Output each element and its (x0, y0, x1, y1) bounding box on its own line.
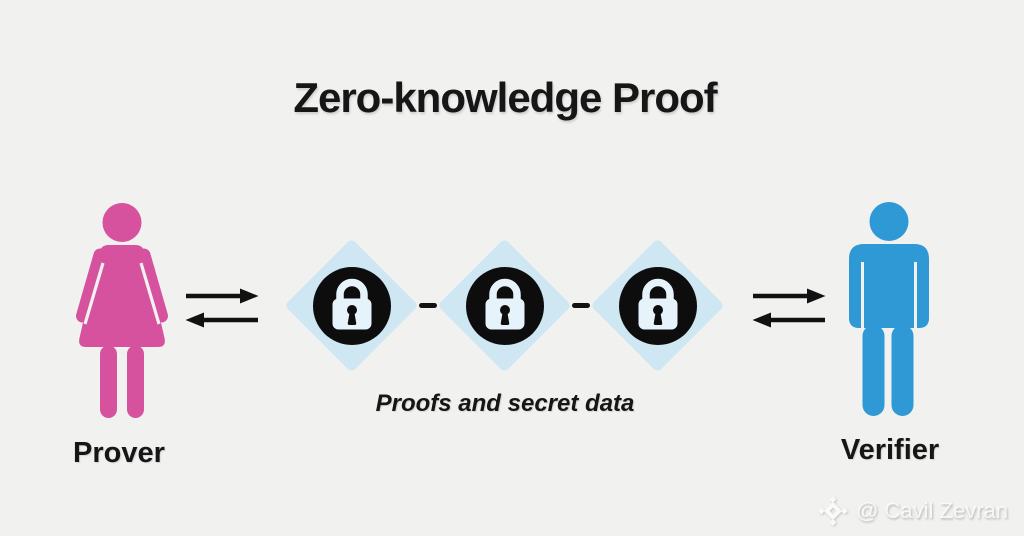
lock-icon-1 (313, 267, 391, 345)
watermark-top-diamond (829, 496, 837, 503)
verifier-head (869, 202, 909, 241)
verifier-torso (849, 244, 929, 328)
prover-label: Prover (73, 437, 165, 469)
lock-icon-2 (466, 267, 544, 345)
lock-shackle (336, 278, 368, 302)
prover-left-arm (76, 248, 107, 323)
lock-shackle (642, 278, 674, 302)
arrow-right-head (240, 288, 259, 304)
lock-icon-3 (619, 267, 697, 345)
lock-keyhole (347, 305, 357, 315)
watermark-right-diamond (841, 507, 848, 515)
verifier-exchange-arrows-icon (752, 288, 826, 328)
lock-shackle (489, 278, 521, 302)
lock-keyhole (500, 305, 510, 315)
lock-keyhole (653, 305, 663, 315)
binance-diamond-icon (818, 496, 848, 526)
prover-head (102, 203, 142, 242)
arrow-left-head (185, 312, 204, 328)
watermark-center-diamond (824, 502, 843, 520)
arrow-right-head (807, 288, 826, 304)
prover-right-arm-gap (139, 262, 161, 325)
prover-woman-icon (76, 203, 168, 418)
watermark: @ Cavil Zevran (817, 495, 1008, 527)
exchange-caption: Proofs and secret data (375, 390, 635, 417)
lock-keyhole-stem (500, 312, 510, 325)
lock-keyhole-stem (347, 312, 357, 325)
prover-left-arm-gap (83, 262, 105, 325)
watermark-left-diamond (818, 507, 825, 515)
arrow-left-head (752, 312, 771, 328)
connector-dash-1 (419, 303, 437, 308)
verifier-man-icon (849, 202, 929, 416)
page-title: Zero-knowledge Proof (293, 74, 717, 121)
prover-right-arm (137, 248, 168, 323)
connector-dash-2 (572, 303, 590, 308)
prover-exchange-arrows-icon (185, 288, 259, 328)
watermark-bottom-diamond (829, 519, 837, 526)
verifier-label: Verifier (840, 434, 940, 466)
lock-keyhole-stem (653, 312, 663, 325)
watermark-handle: @ Cavil Zevran (856, 498, 1008, 523)
